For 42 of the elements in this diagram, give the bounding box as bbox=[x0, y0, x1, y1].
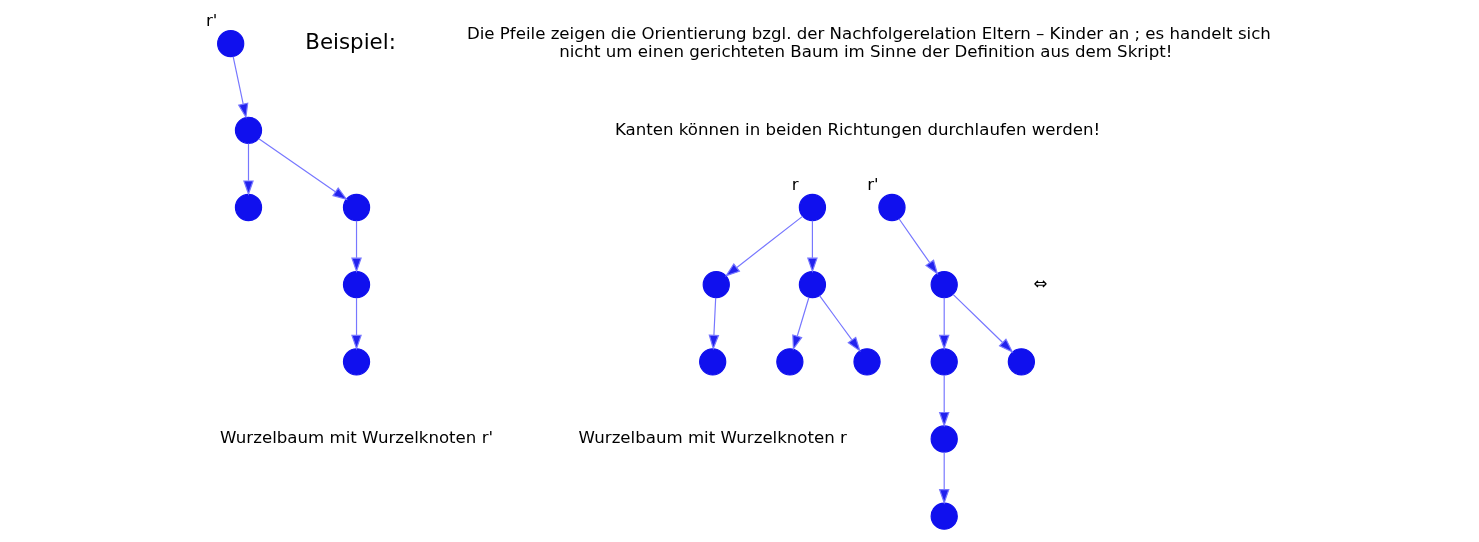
arrow bbox=[242, 142, 254, 196]
arrow bbox=[724, 215, 803, 277]
arrow bbox=[232, 55, 248, 119]
label: Die Pfeile zeigen die Orientierung bzgl. der Nachfolgerelation Eltern – Kinder an ; es handelt sich nicht um einen gerichteten Baum im Sinne der Definition aus dem Skript! bbox=[466, 24, 1271, 61]
node-circle bbox=[775, 348, 803, 376]
arrow bbox=[791, 296, 809, 351]
arrow bbox=[938, 451, 950, 505]
node-circle bbox=[702, 271, 730, 299]
arrow bbox=[951, 293, 1013, 353]
arrow bbox=[818, 295, 861, 353]
node-circle bbox=[877, 193, 906, 222]
node-circle bbox=[216, 30, 244, 58]
arrow bbox=[350, 220, 362, 274]
label: Wurzelbaum mit Wurzelknoten r bbox=[577, 428, 847, 448]
arrow bbox=[806, 220, 818, 274]
label: ⇔ bbox=[1032, 274, 1047, 294]
arrow bbox=[897, 218, 938, 275]
node-circle bbox=[1007, 348, 1035, 376]
arrow bbox=[938, 297, 950, 351]
arrow bbox=[257, 138, 348, 201]
label: Kanten können in beiden Richtungen durchlaufen werden! bbox=[614, 119, 1100, 139]
node-label: r' bbox=[205, 11, 217, 31]
node-circle bbox=[798, 193, 826, 222]
node-label: r' bbox=[866, 174, 879, 194]
node-circle bbox=[342, 193, 370, 222]
node-circle bbox=[698, 348, 726, 376]
node-label: r bbox=[791, 174, 799, 194]
node-circle bbox=[342, 348, 370, 376]
label: Beispiel: bbox=[304, 28, 396, 54]
node-circle bbox=[852, 348, 881, 376]
node-circle bbox=[930, 502, 958, 530]
node-circle bbox=[930, 348, 958, 376]
arrow bbox=[938, 374, 950, 428]
label: Wurzelbaum mit Wurzelknoten r' bbox=[219, 428, 493, 448]
arrow bbox=[350, 297, 362, 351]
node-circle bbox=[234, 116, 262, 144]
node-circle bbox=[798, 271, 826, 299]
node-circle bbox=[342, 271, 370, 299]
arrow bbox=[708, 297, 719, 351]
node-circle bbox=[930, 425, 958, 453]
node-circle bbox=[930, 271, 958, 299]
node-circle bbox=[234, 193, 262, 222]
